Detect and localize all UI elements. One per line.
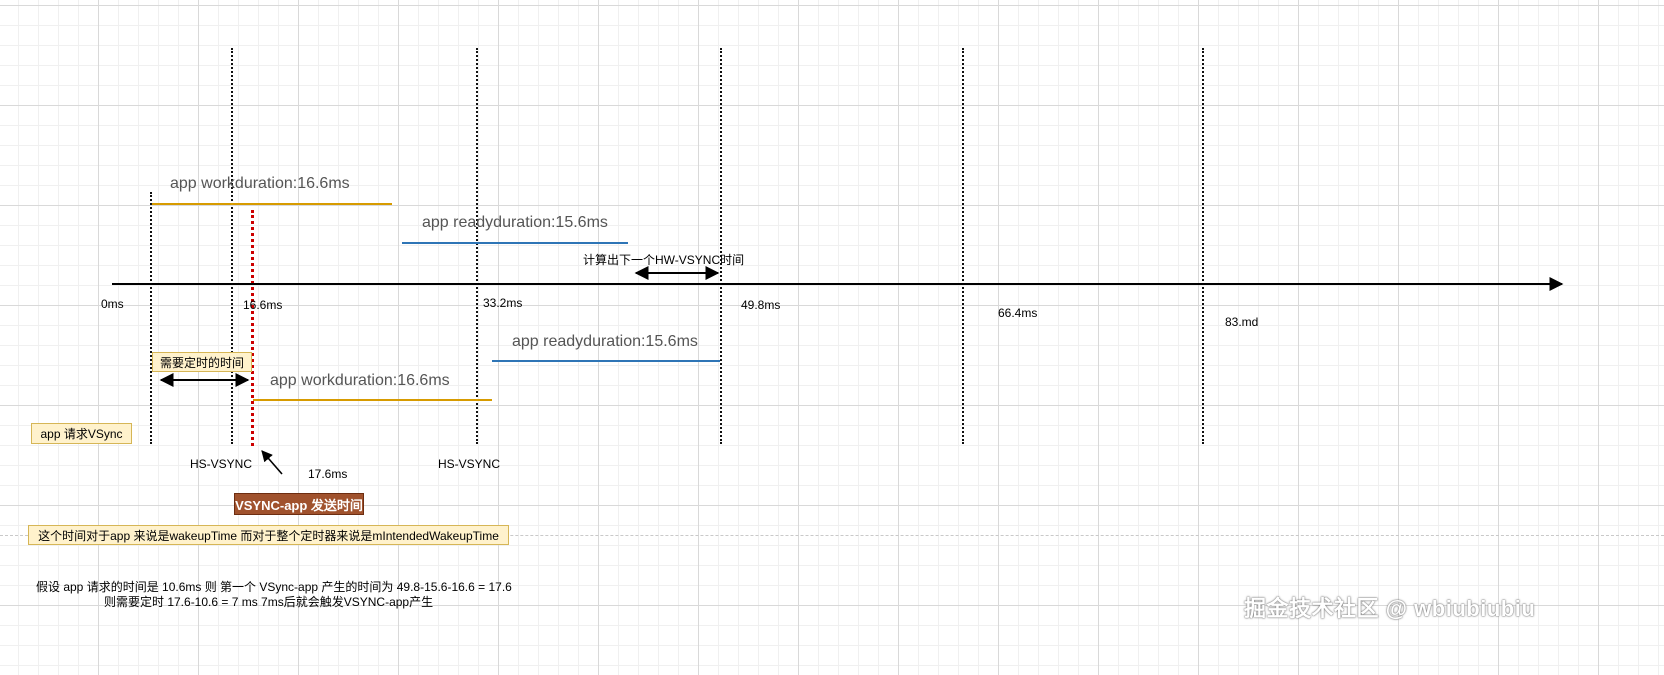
vsync-app-send-time-label: VSYNC-app 发送时间 [234,493,364,515]
watermark: 掘金技术社区 @ wbiubiubiu [1244,596,1536,621]
separator-dashed-line [0,535,1664,536]
vsync-line-33-2 [476,48,478,444]
tick-label: 0ms [101,297,124,311]
tick-label: 16.6ms [243,298,283,312]
hs-vsync-label: HS-VSYNC [190,457,253,471]
need-timing-label: 需要定时的时间 [152,352,252,372]
vsync-line-16-6 [231,48,233,444]
send-time-pointer-arrow [261,450,283,475]
lower-workduration-label: app workduration:16.6ms [270,372,450,389]
app-request-vsync-label: app 请求VSync [31,423,132,444]
vsync-app-send-line [251,210,254,446]
upper-workduration-bar [152,203,392,205]
upper-readyduration-label: app readyduration:15.6ms [422,214,608,231]
tick-label: 83.md [1225,315,1259,329]
send-time-value: 17.6ms [308,467,348,481]
tick-label: 49.8ms [741,298,781,312]
assumption-line-2: 则需要定时 17.6-10.6 = 7 ms 7ms后就会触发VSYNC-app… [104,595,434,609]
hs-vsync-label: HS-VSYNC [438,457,501,471]
upper-readyduration-bar [402,242,628,244]
upper-workduration-label: app workduration:16.6ms [170,175,350,192]
lower-workduration-bar [253,399,492,401]
assumption-line-1: 假设 app 请求的时间是 10.6ms 则 第一个 VSync-app 产生的… [36,580,512,594]
calc-next-hw-vsync-label: 计算出下一个HW-VSYNC时间 [583,253,745,267]
vsync-line-83 [1202,48,1204,444]
vsync-line-49-8 [720,48,722,444]
lower-readyduration-label: app readyduration:15.6ms [512,333,698,350]
tick-label: 33.2ms [483,296,523,310]
vsync-line-66-4 [962,48,964,444]
tick-label: 66.4ms [998,306,1038,320]
app-request-line [150,192,152,444]
lower-readyduration-bar [492,360,720,362]
wakeup-time-note: 这个时间对于app 来说是wakeupTime 而对于整个定时器来说是mInte… [28,525,509,545]
